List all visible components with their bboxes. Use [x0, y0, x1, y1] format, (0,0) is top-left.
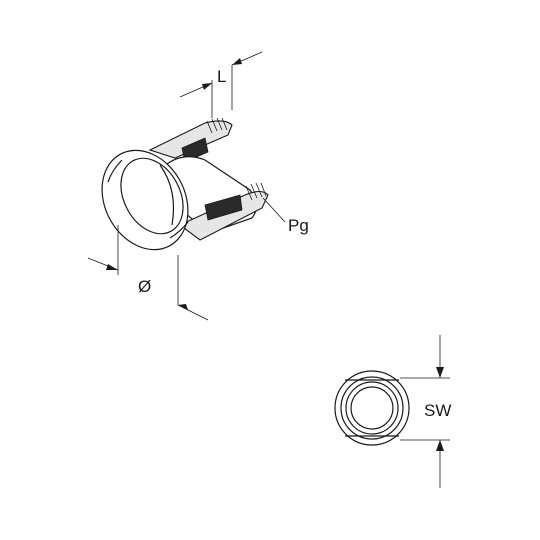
lower-thread: [245, 182, 267, 201]
upper-shell: [148, 120, 233, 159]
wrench-size-label: SW: [424, 401, 451, 420]
fitting-isometric-view: [101, 117, 269, 251]
dimension-sw: SW: [400, 335, 451, 488]
nut-chamfer-circle: [340, 376, 404, 440]
bore-edge: [159, 164, 175, 226]
dimension-diameter: Ø: [87, 225, 209, 321]
nut-bore-outer: [345, 381, 399, 435]
dimension-l-label: L: [217, 67, 226, 86]
diameter-label: Ø: [138, 277, 151, 296]
dimension-pg: Pg: [262, 197, 309, 235]
nut-bore-inner: [350, 386, 394, 430]
hex-flat-1: [107, 159, 123, 183]
fitting-front-view: [334, 370, 410, 446]
lower-shell: [178, 190, 269, 241]
hex-flat-2: [169, 221, 189, 239]
lower-seal: [204, 194, 243, 221]
dimension-l: L: [179, 51, 263, 118]
upper-thread: [206, 117, 228, 134]
thread-pg-label: Pg: [288, 216, 309, 235]
